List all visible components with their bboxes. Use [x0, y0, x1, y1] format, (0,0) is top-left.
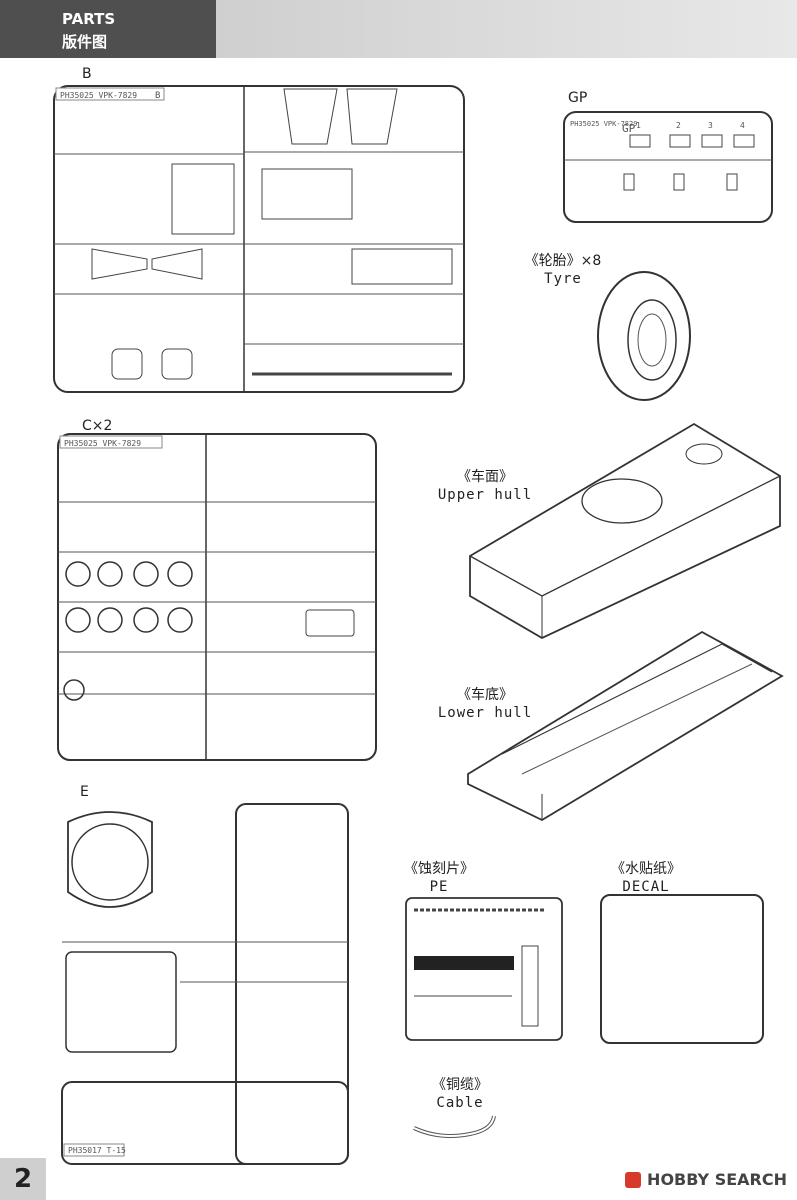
pe-label-cn: 《蚀刻片》 [404, 861, 474, 877]
sprue-b-label: B [82, 66, 92, 82]
upper-hull-label-cn: 《车面》 [457, 469, 513, 485]
gp-num-4: 4 [740, 121, 745, 130]
lower-hull-label-cn: 《车底》 [457, 687, 513, 703]
sprue-e-diagram: PH35017 T-15 [61, 803, 349, 1165]
upper-hull-caption: 《车面》 Upper hull [430, 468, 540, 504]
decal-sheet [600, 894, 764, 1044]
lower-hull-drawing [467, 630, 784, 822]
cable-caption: 《铜缆》 Cable [414, 1076, 506, 1112]
sprue-gp-letter: GP [622, 122, 636, 135]
lower-hull-label-en: Lower hull [437, 705, 533, 721]
pe-fret-drawing [405, 897, 563, 1041]
sprue-gp-diagram: PH35025 VPK-7829 GP 1 2 3 4 [563, 111, 773, 223]
upper-hull-label-en: Upper hull [437, 487, 533, 503]
cable-label-cn: 《铜缆》 [432, 1077, 488, 1093]
sprue-c-code: PH35025 VPK-7829 [64, 439, 141, 448]
sprue-e-code: PH35017 T-15 [68, 1146, 126, 1155]
page-header: PARTS 版件图 [0, 0, 797, 58]
sprue-c-label: C×2 [82, 418, 113, 434]
sprue-b-diagram: PH35025 VPK-7829 B [53, 85, 465, 393]
upper-hull-drawing [469, 422, 781, 640]
cable-drawing [413, 1115, 496, 1138]
sprue-gp-code: PH35025 VPK-7829 [570, 120, 637, 128]
gp-num-1: 1 [636, 121, 641, 130]
watermark: HOBBY SEARCH [625, 1170, 787, 1189]
decal-label-en: DECAL [622, 879, 670, 895]
header-light-band [216, 0, 797, 58]
sprue-c-diagram: PH35025 VPK-7829 [57, 433, 377, 761]
tyre-drawing [597, 271, 691, 401]
pe-caption: 《蚀刻片》 PE [394, 860, 484, 896]
sprue-e-label: E [80, 784, 89, 800]
tyre-label-cn: 《轮胎》×8 [524, 253, 602, 269]
tyre-caption: 《轮胎》×8 Tyre [508, 252, 618, 288]
decal-caption: 《水贴纸》 DECAL [596, 860, 696, 896]
sprue-b-letter: B [155, 91, 160, 101]
page-number: 2 [0, 1158, 46, 1200]
gp-num-3: 3 [708, 121, 713, 130]
sprue-b-code: PH35025 VPK-7829 [60, 91, 137, 100]
gp-num-2: 2 [676, 121, 681, 130]
decal-label-cn: 《水贴纸》 [611, 861, 681, 877]
sprue-gp-label: GP [568, 90, 588, 106]
hobby-search-logo-icon [625, 1171, 642, 1188]
header-title-cn: 版件图 [62, 33, 108, 51]
header-dark-block [0, 0, 216, 58]
pe-label-en: PE [429, 879, 449, 895]
header-title-en: PARTS [62, 10, 116, 28]
tyre-label-en: Tyre [544, 271, 582, 287]
cable-label-en: Cable [436, 1095, 484, 1111]
watermark-text: HOBBY SEARCH [647, 1170, 787, 1189]
lower-hull-caption: 《车底》 Lower hull [430, 686, 540, 722]
